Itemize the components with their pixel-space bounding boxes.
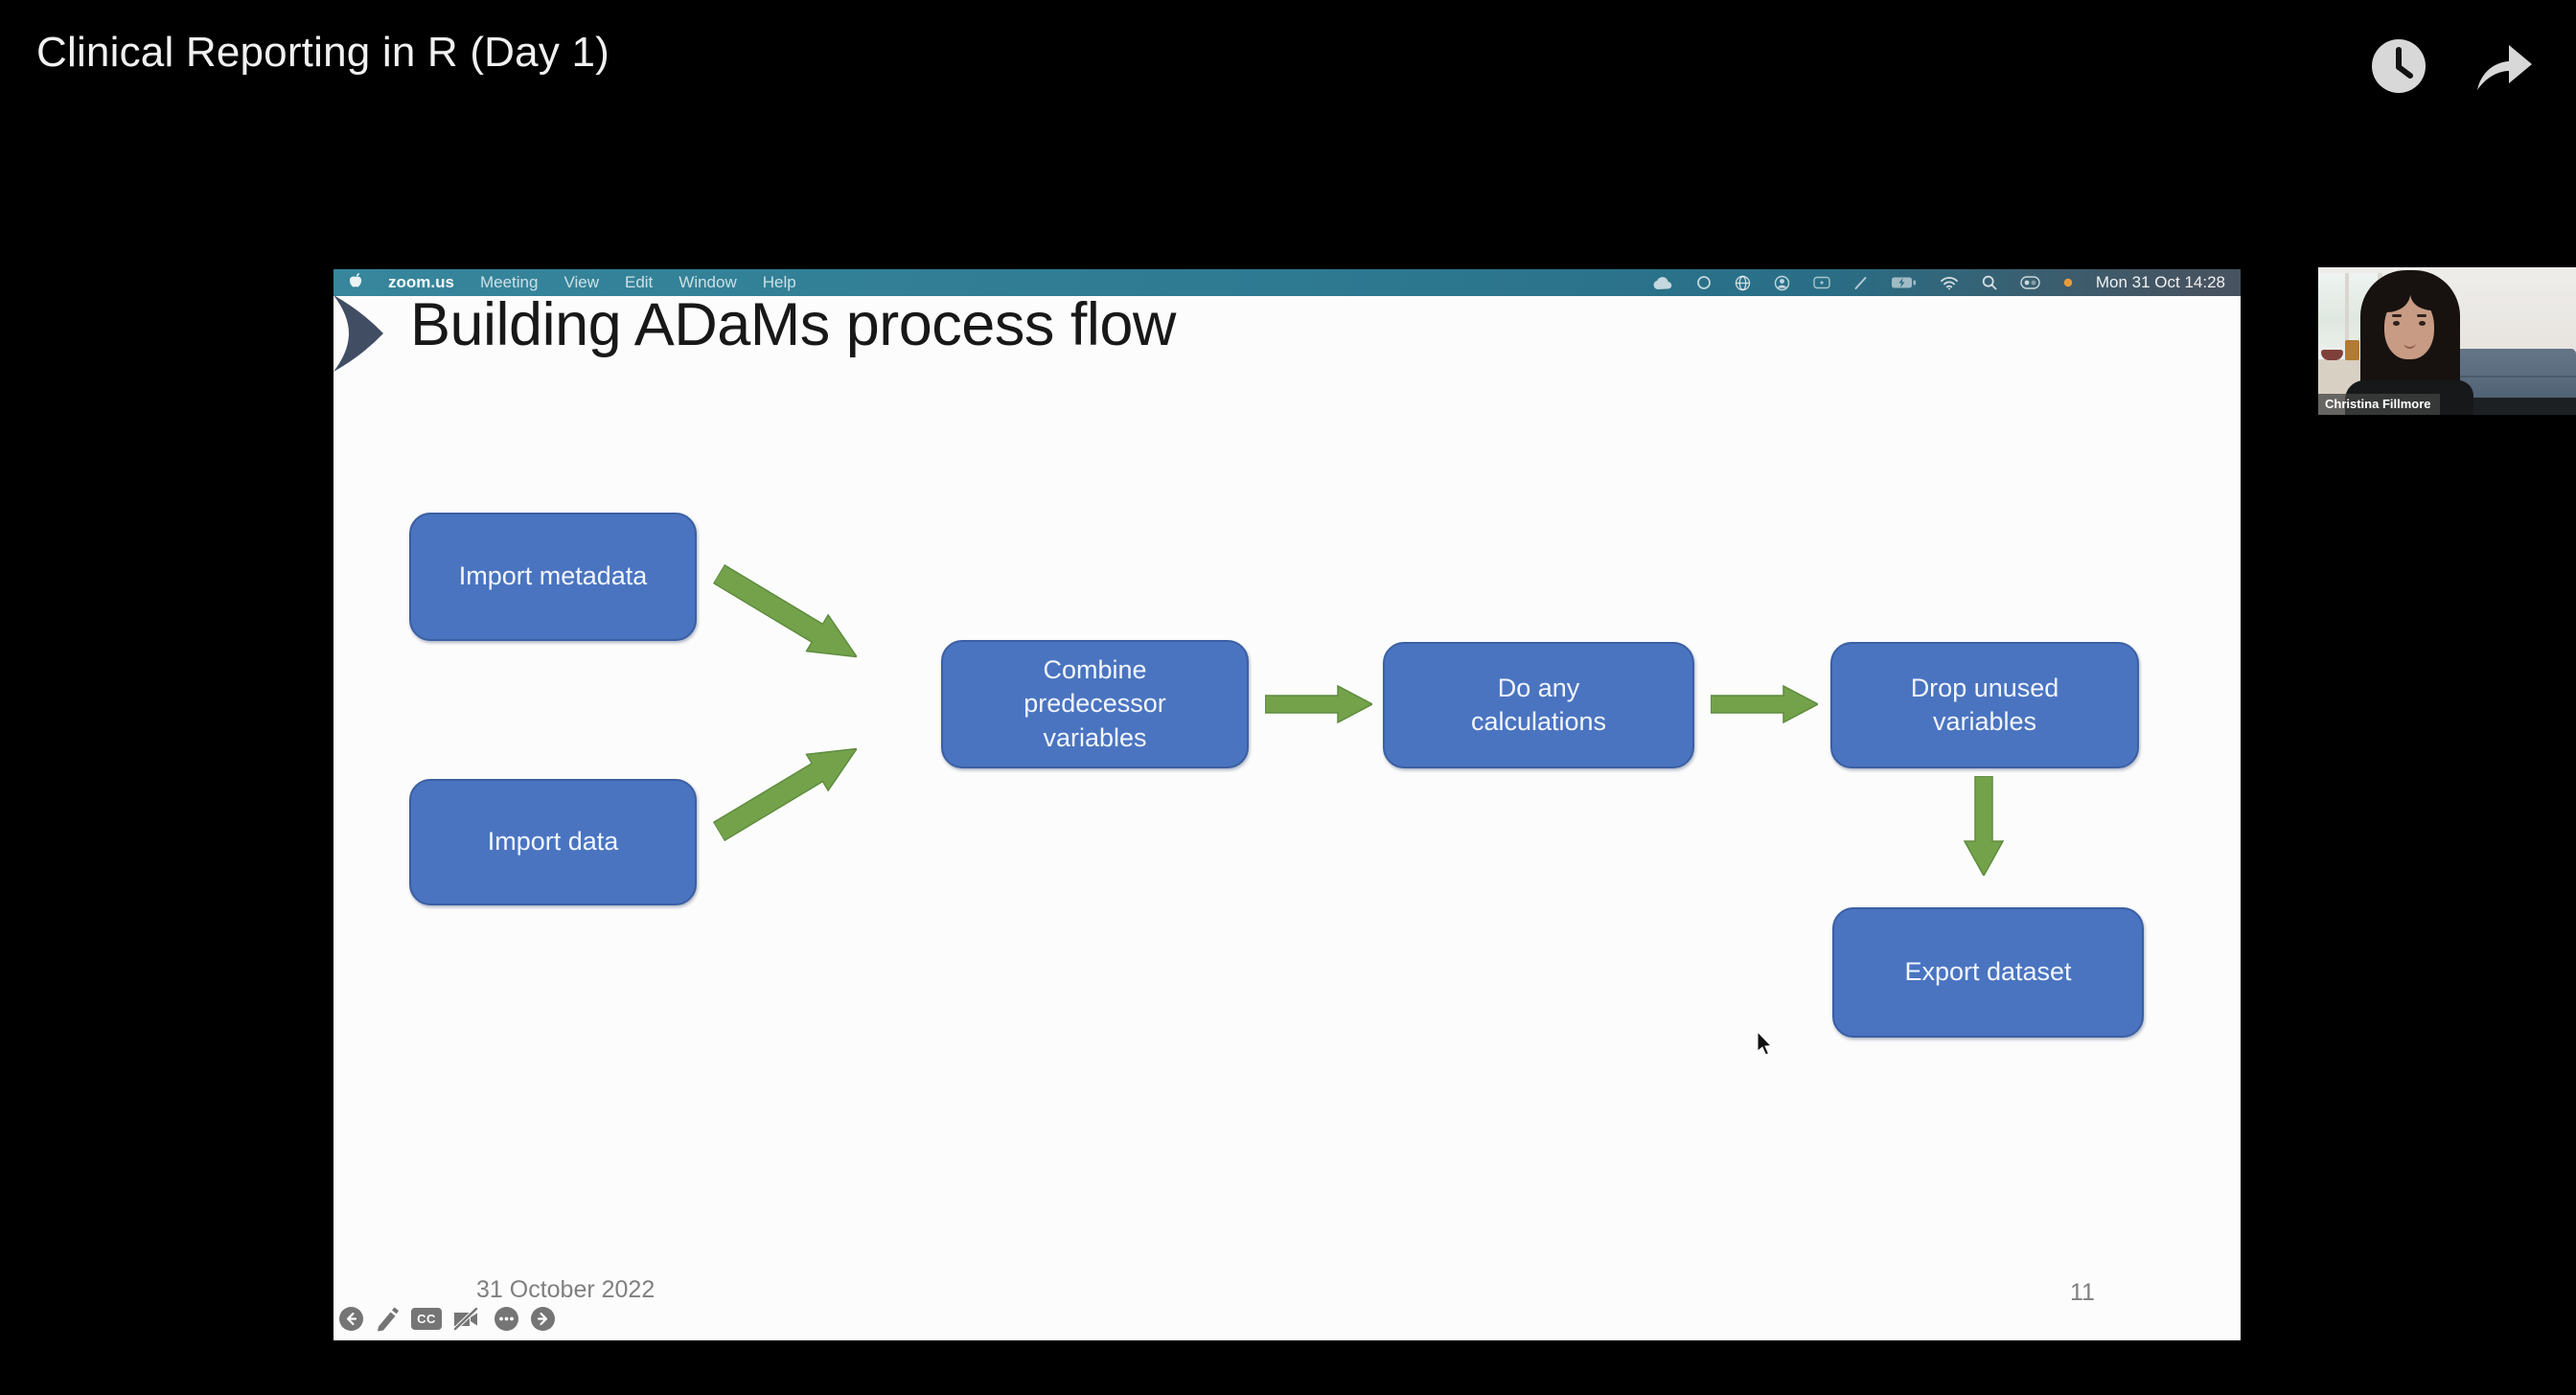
- presenter-controls: CC: [338, 1306, 556, 1332]
- globe-icon[interactable]: [1735, 275, 1751, 291]
- previous-slide-button[interactable]: [338, 1306, 364, 1332]
- flow-arrow-combine-to-calculations: [1265, 684, 1372, 724]
- webcam-video[interactable]: Christina Fillmore: [2318, 267, 2576, 415]
- closed-captions-icon[interactable]: CC: [411, 1308, 442, 1330]
- flow-arrow-drop-to-export: [1963, 776, 2005, 876]
- watch-later-icon[interactable]: [2371, 38, 2426, 94]
- flow-node-do-calculations: Do any calculations: [1383, 642, 1694, 768]
- apple-menu-icon[interactable]: [349, 272, 362, 293]
- presenter-face: [2377, 286, 2442, 359]
- video-title: Clinical Reporting in R (Day 1): [36, 29, 610, 76]
- macos-menubar: zoom.us Meeting View Edit Window Help: [334, 269, 2241, 296]
- flow-node-import-data: Import data: [409, 779, 697, 905]
- flow-node-label: Import data: [487, 827, 619, 857]
- menubar-item-zoomus[interactable]: zoom.us: [388, 273, 454, 291]
- pen-slash-icon[interactable]: [1853, 276, 1868, 290]
- spotlight-search-icon[interactable]: [1982, 275, 1997, 290]
- wifi-icon[interactable]: [1940, 276, 1959, 290]
- slide-title-arrow-icon: [334, 295, 383, 377]
- camera-off-icon[interactable]: [452, 1306, 483, 1332]
- pen-tool-icon[interactable]: [375, 1306, 401, 1332]
- menubar-item-edit[interactable]: Edit: [624, 273, 654, 291]
- flow-node-export-dataset: Export dataset: [1832, 907, 2144, 1038]
- mouse-cursor: [1756, 1030, 1777, 1064]
- flow-node-drop-unused: Drop unused variables: [1830, 642, 2139, 768]
- flow-node-label: Drop unused variables: [1910, 673, 2059, 736]
- flow-arrow-import-data-to-combine: [712, 747, 859, 842]
- candle-decor: [2345, 340, 2359, 360]
- menubar-item-meeting[interactable]: Meeting: [479, 273, 539, 291]
- notification-dot-icon: [2063, 278, 2073, 287]
- menubar-clock: Mon 31 Oct 14:28: [2095, 273, 2225, 291]
- bowl-decor: [2321, 350, 2343, 360]
- battery-charging-icon[interactable]: [1891, 276, 1917, 289]
- menubar-item-window[interactable]: Window: [678, 273, 737, 291]
- slide-page-number: 11: [2070, 1279, 2095, 1306]
- cc-label: CC: [417, 1312, 436, 1326]
- ring-icon[interactable]: [1696, 275, 1712, 290]
- menubar-item-help[interactable]: Help: [762, 273, 796, 291]
- flow-node-import-metadata: Import metadata: [409, 513, 697, 641]
- share-icon[interactable]: [2472, 38, 2536, 94]
- participant-name-label: Christina Fillmore: [2318, 394, 2440, 415]
- player-actions: [2371, 38, 2536, 94]
- next-slide-button[interactable]: [530, 1306, 556, 1332]
- flow-arrow-calculations-to-drop: [1711, 684, 1818, 724]
- shared-slide: zoom.us Meeting View Edit Window Help: [334, 269, 2241, 1340]
- flow-node-combine-predecessor: Combine predecessor variables: [941, 640, 1249, 768]
- cloud-icon[interactable]: [1652, 276, 1673, 290]
- flow-node-label: Import metadata: [458, 561, 648, 591]
- flow-node-label: Export dataset: [1904, 957, 2072, 987]
- keystroke-icon[interactable]: [1813, 276, 1830, 289]
- slide-title: Building ADaMs process flow: [410, 291, 1176, 358]
- account-icon[interactable]: [1774, 275, 1790, 291]
- flow-node-label: Combine predecessor variables: [1024, 655, 1166, 752]
- flow-arrow-import-metadata-to-combine: [712, 563, 859, 658]
- more-options-icon[interactable]: [494, 1306, 519, 1332]
- menubar-item-view[interactable]: View: [564, 273, 599, 291]
- slide-footer-date: 31 October 2022: [476, 1276, 656, 1303]
- control-center-icon[interactable]: [2020, 276, 2040, 289]
- flow-node-label: Do any calculations: [1470, 673, 1607, 736]
